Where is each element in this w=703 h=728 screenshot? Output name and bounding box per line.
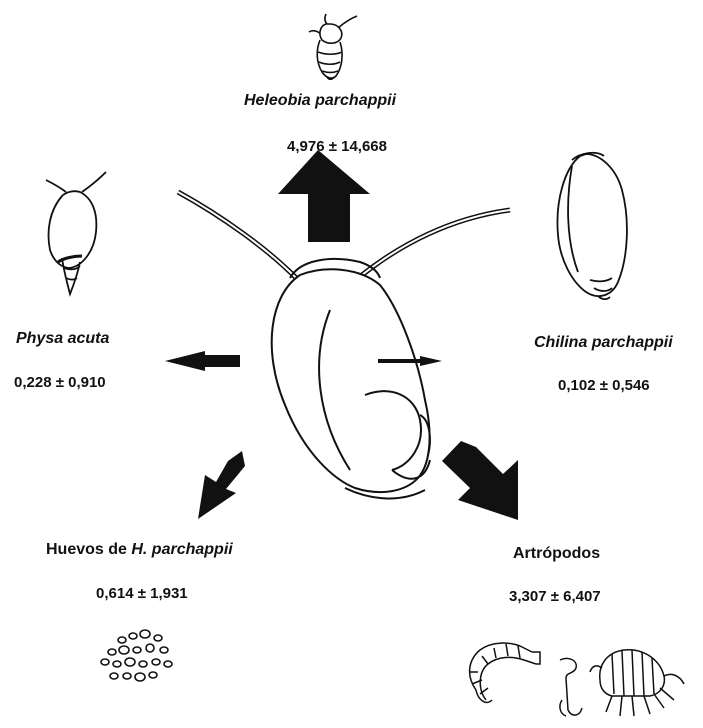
arthropods-illustration: [470, 643, 684, 716]
chilina-name: Chilina parchappii: [534, 334, 673, 352]
artropodos-name: Artrópodos: [513, 545, 600, 563]
arrow-up-heleobia: [278, 150, 370, 242]
heleobia-value: 4,976 ± 14,668: [287, 138, 387, 155]
heleobia-snail-illustration: [309, 14, 357, 79]
eggs-illustration: [101, 630, 172, 681]
arrow-down-left-huevos: [198, 451, 245, 519]
heleobia-name: Heleobia parchappii: [244, 92, 396, 110]
arrow-down-right-artropodos: [442, 441, 518, 520]
chilina-value: 0,102 ± 0,546: [558, 377, 650, 394]
huevos-label: Huevos de H. parchappii: [46, 541, 233, 559]
huevos-prefix: Huevos de: [46, 541, 131, 558]
physa-snail-illustration: [46, 172, 106, 294]
artropodos-value: 3,307 ± 6,407: [509, 588, 601, 605]
physa-value: 0,228 ± 0,910: [14, 374, 106, 391]
huevos-value: 0,614 ± 1,931: [96, 585, 188, 602]
chilina-snail-illustration: [557, 153, 626, 299]
arrow-left-physa: [165, 351, 240, 371]
huevos-species: H. parchappii: [131, 541, 232, 558]
physa-name: Physa acuta: [16, 330, 109, 348]
